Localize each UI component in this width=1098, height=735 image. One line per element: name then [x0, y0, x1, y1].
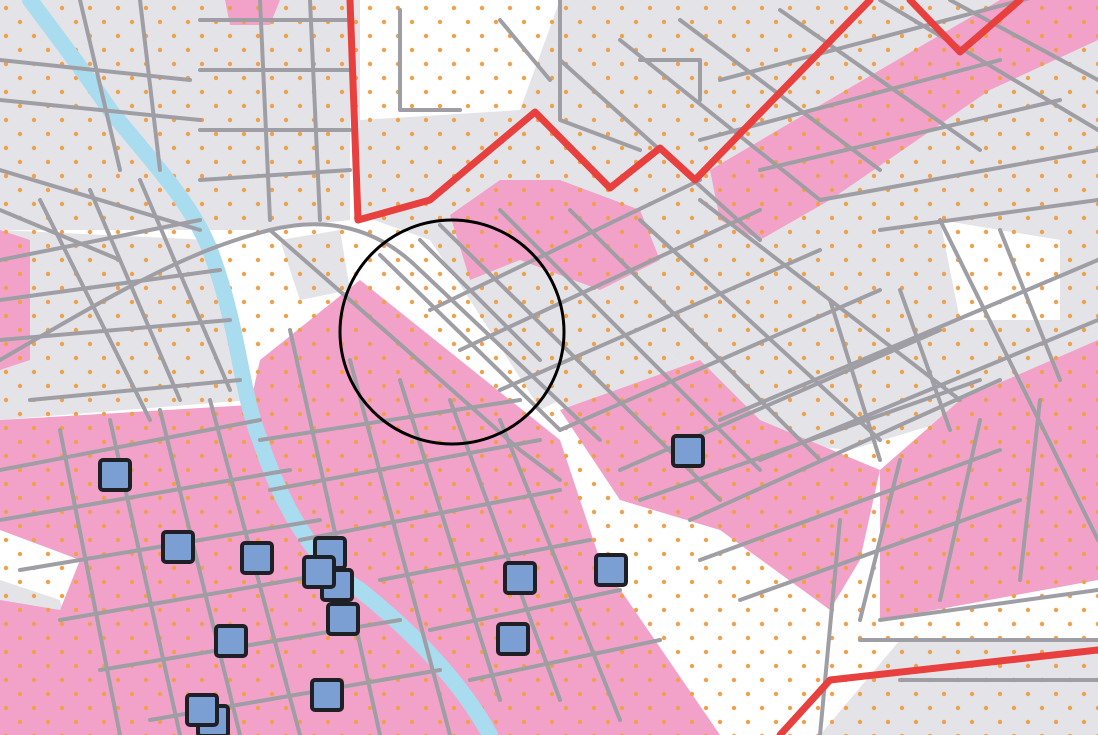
map-marker[interactable]	[496, 622, 530, 656]
district-boundary	[346, 0, 1098, 735]
map-marker[interactable]	[302, 555, 336, 589]
map-marker[interactable]	[671, 434, 705, 468]
point-markers[interactable]	[98, 434, 705, 735]
map-marker[interactable]	[594, 553, 628, 587]
map-marker[interactable]	[98, 458, 132, 492]
map-marker[interactable]	[310, 678, 344, 712]
map-marker[interactable]	[185, 693, 219, 727]
map-marker[interactable]	[326, 602, 360, 636]
selection-circle[interactable]	[338, 218, 566, 446]
map-marker[interactable]	[503, 561, 537, 595]
map-marker[interactable]	[240, 541, 274, 575]
map-marker[interactable]	[214, 624, 248, 658]
map-marker[interactable]	[161, 530, 195, 564]
